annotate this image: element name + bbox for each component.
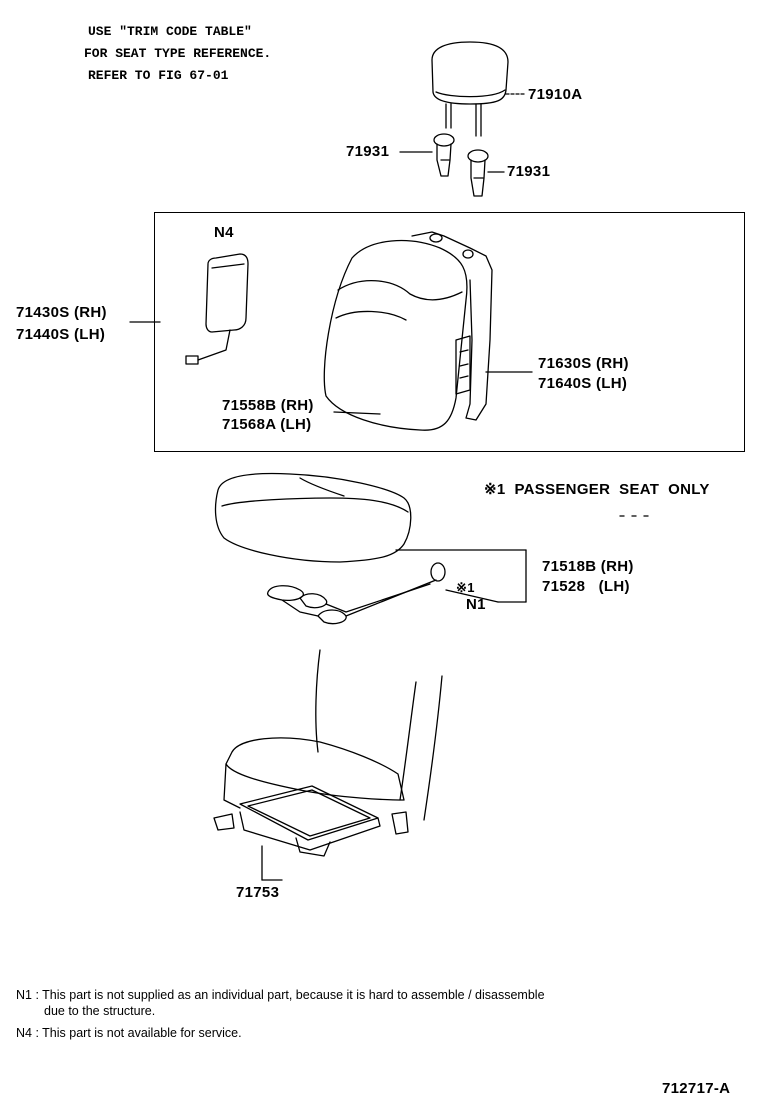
part-label-71910a: 71910A	[528, 86, 583, 103]
seatback-group-box	[154, 212, 745, 452]
part-label-71753: 71753	[236, 884, 280, 901]
part-label-71440s: 71440S (LH)	[16, 326, 106, 343]
header-line-3: REFER TO FIG 67-01	[88, 68, 229, 83]
part-label-71931-left: 71931	[346, 143, 390, 160]
part-label-71430s: 71430S (RH)	[16, 304, 107, 321]
part-label-71558b: 71558B (RH)	[222, 397, 314, 414]
part-label-n4: N4	[214, 224, 234, 241]
airbag-drawing	[153, 253, 249, 365]
seat-frame-drawing	[213, 649, 443, 881]
part-label-71630s: 71630S (RH)	[538, 355, 629, 372]
part-label-71931-right: 71931	[507, 163, 551, 180]
footnote-n4: N4 : This part is not available for serv…	[16, 1026, 242, 1040]
passenger-seat-note: ※1 PASSENGER SEAT ONLY	[484, 481, 710, 498]
part-label-71640s: 71640S (LH)	[538, 375, 628, 392]
figure-id: 712717-A	[662, 1080, 731, 1097]
headrest-drawing	[431, 41, 527, 137]
part-label-71568a: 71568A (LH)	[222, 416, 312, 433]
header-line-2: FOR SEAT TYPE REFERENCE.	[84, 46, 272, 61]
seat-cushion-drawing	[214, 472, 527, 603]
header-line-1: USE "TRIM CODE TABLE"	[88, 24, 252, 39]
footnote-n1-line-1: N1 : This part is not supplied as an ind…	[16, 988, 545, 1002]
part-label-n1: N1	[466, 596, 486, 613]
headrest-support-drawing	[399, 133, 505, 197]
part-label-71528: 71528 (LH)	[542, 578, 630, 595]
footnote-n1-line-2: due to the structure.	[44, 1004, 156, 1018]
part-label-71518b: 71518B (RH)	[542, 558, 634, 575]
passenger-mark-label: ※1	[456, 580, 475, 595]
seatback-drawing	[323, 231, 533, 431]
seat-sensor-drawing	[266, 562, 499, 625]
